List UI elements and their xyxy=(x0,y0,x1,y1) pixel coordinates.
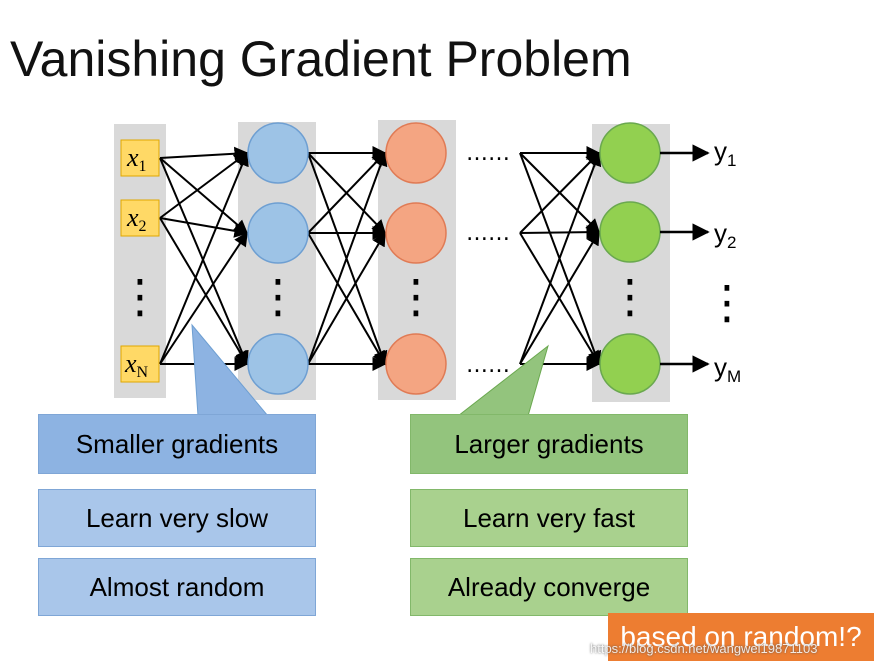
edge-input3-l1n1 xyxy=(159,151,249,365)
layer1-neuron-2 xyxy=(247,202,309,264)
layer1-neuron-n xyxy=(247,333,309,395)
larger-gradients-box: Larger gradients xyxy=(410,414,688,474)
edge-hidden3-lastn2 xyxy=(519,230,600,365)
edge-input2-l1n2 xyxy=(159,217,249,238)
learn-very-fast-box: Learn very fast xyxy=(410,489,688,547)
layer2-neuron-1 xyxy=(385,122,447,184)
last-layer-neuron-1 xyxy=(599,122,661,184)
smaller-gradients-box: Smaller gradients xyxy=(38,414,316,474)
edge-input1-l1n1 xyxy=(159,146,249,161)
input-ellipsis: ⋮ xyxy=(117,269,163,323)
edge-input2-l1n3 xyxy=(159,217,248,366)
already-converge-box: Already converge xyxy=(410,558,688,616)
svg-text:x1: x1 xyxy=(126,143,147,175)
input-node-2: x2 xyxy=(120,199,160,237)
svg-text:xN: xN xyxy=(124,349,149,381)
network-edges xyxy=(159,146,602,371)
hidden-ellipsis-2: …… xyxy=(466,221,510,246)
svg-text:x2: x2 xyxy=(126,203,147,235)
edge-input3-l1n2 xyxy=(159,231,248,365)
output-ellipsis: ⋮ xyxy=(704,275,750,329)
last-layer-neuron-2 xyxy=(599,201,661,263)
output-label-1: y1 xyxy=(714,136,736,170)
note-badge: based on random!? xyxy=(608,613,874,661)
layer1-neuron-1 xyxy=(247,122,309,184)
layer1-ellipsis: ⋮ xyxy=(255,269,301,323)
hidden-ellipsis-3: …… xyxy=(466,353,510,378)
input-node-1: x1 xyxy=(120,139,160,177)
edge-l1n3-l2n2 xyxy=(307,231,386,365)
hidden-ellipsis-1: …… xyxy=(466,141,510,166)
learn-very-slow-box: Learn very slow xyxy=(38,489,316,547)
edge-hidden2-lastn1 xyxy=(519,152,600,234)
layer2-neuron-2 xyxy=(385,202,447,264)
edge-l1n3-l2n1 xyxy=(307,151,388,365)
edge-l1n2-l2n1 xyxy=(307,151,386,234)
edge-hidden3-lastn1 xyxy=(519,151,602,365)
output-label-2: y2 xyxy=(714,218,736,252)
almost-random-box: Almost random xyxy=(38,558,316,616)
edge-input2-l1n1 xyxy=(159,152,249,219)
layer2-ellipsis: ⋮ xyxy=(393,269,439,323)
output-label-m: yM xyxy=(714,352,741,386)
input-node-n: xN xyxy=(120,345,160,383)
layer2-neuron-n xyxy=(385,333,447,395)
edge-hidden2-lastn2 xyxy=(519,225,601,240)
watermark: https://blog.csdn.net/wangwei19871103 xyxy=(590,641,818,656)
last-layer-ellipsis: ⋮ xyxy=(607,269,653,323)
slide-title: Vanishing Gradient Problem xyxy=(10,31,632,87)
last-layer-neuron-m xyxy=(599,333,661,395)
edge-input1-l1n2 xyxy=(159,157,249,234)
